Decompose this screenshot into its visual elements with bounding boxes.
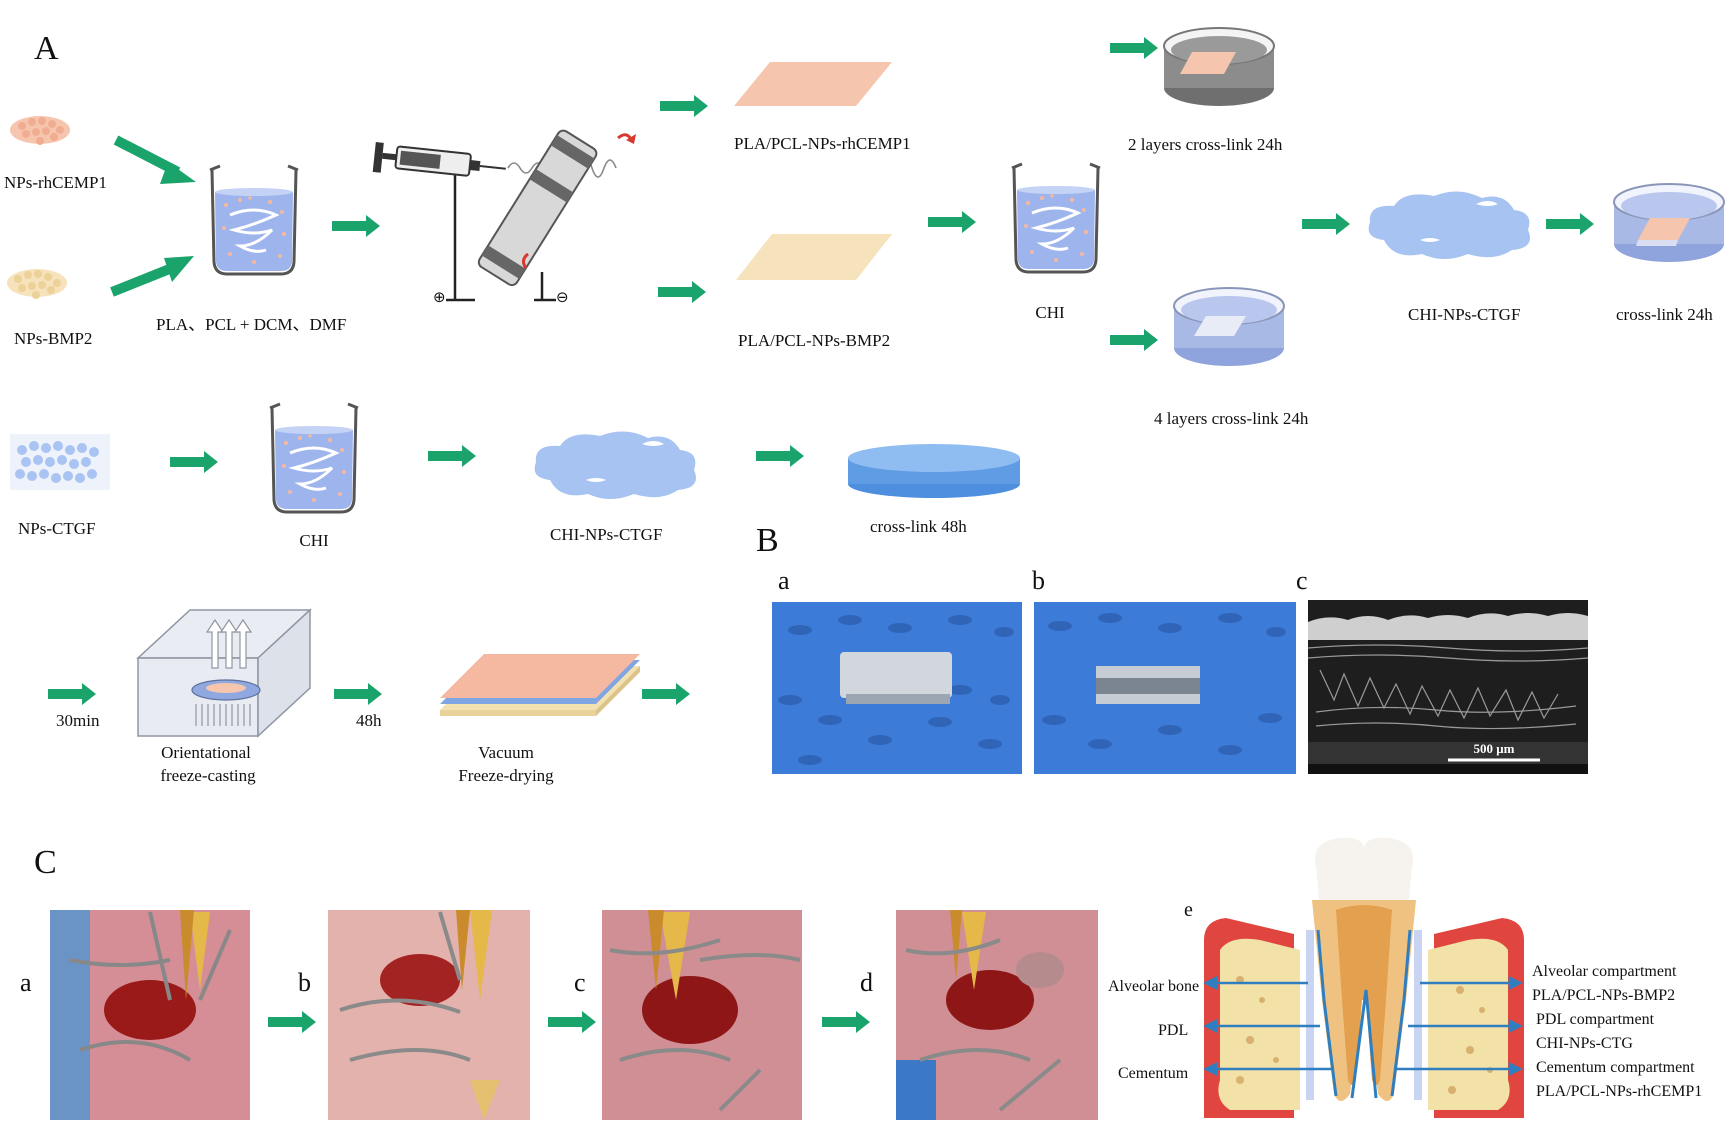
photo-scaffold-top-view [772,602,1022,774]
arrow-to-rhcemp1-membrane [660,95,708,117]
label-chi-np-ctgf-2: CHI-NPs-CTGF [550,525,663,544]
label-bmp2-membrane: PLA/PCL-NPs-BMP2 [738,331,891,350]
label-two-layers: 2 layers cross-link 24h [1128,135,1283,154]
arrow-to-crosslink-dish [1546,213,1594,235]
panel-c-label-d: d [860,968,873,997]
layered-scaffold [440,654,640,716]
label-freeze-drying-line1: Vacuum [478,743,534,762]
label-48h: 48h [356,711,382,730]
panel-c-label-a: a [20,968,32,997]
panel-c-label-b: b [298,968,311,997]
tooth-pointer-lines [1203,975,1523,1077]
freeze-casting-box [136,608,312,738]
label-freeze-drying-line2: Freeze-drying [458,766,554,785]
panel-label-a: A [34,30,59,67]
label-alveolar-bone: Alveolar bone [1108,978,1200,995]
label-chi-1: CHI [1035,303,1065,322]
arrow-rhcemp1-to-beaker [113,135,196,184]
arrow-to-chi-beaker [928,211,976,233]
crosslinked-disc [848,444,1020,498]
photo-scaffold-side-view [1034,602,1296,774]
label-four-layers: 4 layers cross-link 24h [1154,409,1309,428]
label-cementum-material: PLA/PCL-NPs-rhCEMP1 [1536,1083,1703,1100]
panel-label-b: B [756,522,779,559]
surgery-photo-a [50,910,250,1120]
chi-beaker-2 [268,402,360,514]
label-freeze-casting-line1: Orientational [161,743,251,762]
arrow-to-bmp2-membrane [658,281,706,303]
label-alveolar-compartment: Alveolar compartment [1532,963,1677,980]
crosslink-24h-dish [1613,183,1725,263]
label-cementum: Cementum [1118,1065,1189,1082]
negative-electrode-symbol: ⊖ [556,288,569,306]
rhcemp1-nanoparticles [10,116,70,145]
arrow-c-a-to-b [268,1011,316,1033]
panel-c-label-c: c [574,968,586,997]
arrow-c-c-to-d [822,1011,870,1033]
label-freeze-casting-line2: freeze-casting [160,766,256,785]
label-rhcemp1-membrane: PLA/PCL-NPs-rhCEMP1 [734,134,911,153]
arrow-to-disc [756,445,804,467]
chi-ctgf-gel-2 [534,431,696,499]
label-solvent: PLA、PCL + DCM、DMF [156,315,347,334]
label-chi-np-ctgf-1: CHI-NPs-CTGF [1408,305,1521,324]
arrow-to-four-layer-dish [1110,329,1158,351]
two-layer-dish [1163,27,1275,107]
label-alveolar-material: PLA/PCL-NPs-BMP2 [1532,987,1676,1004]
rhcemp1-membrane [734,62,892,106]
arrow-to-electrospinning [332,215,380,237]
chi-ctgf-gel [1368,191,1530,259]
chi-beaker [1010,162,1102,274]
panel-c-label-e: e [1184,899,1193,921]
label-pdl-compartment: PDL compartment [1536,1011,1655,1028]
label-np-rhcemp1: NPs-rhCEMP1 [4,173,107,192]
bmp2-membrane [736,234,892,280]
arrow-to-two-layer-dish [1110,37,1158,59]
arrow-to-freeze-drying [334,683,382,705]
arrow-to-chi-beaker-2 [170,451,218,473]
label-30min: 30min [56,711,100,730]
panel-label-c: C [34,844,57,881]
label-np-ctgf: NPs-CTGF [18,519,96,538]
label-chi-2: CHI [299,531,329,550]
panel-b-label-b: b [1032,566,1045,595]
arrow-to-chi-ctgf-gel-2 [428,445,476,467]
scale-bar-label: 500 μm [1474,741,1515,756]
label-crosslink-48h: cross-link 48h [870,517,967,536]
bmp2-nanoparticles [7,269,67,299]
sem-cross-section [1307,600,1589,774]
label-cementum-compartment: Cementum compartment [1536,1059,1695,1076]
positive-electrode-symbol: ⊕ [433,288,446,306]
arrow-to-freeze-casting [48,683,96,705]
electrospinning-setup [372,129,636,302]
arrow-c-b-to-c [548,1011,596,1033]
surgery-photo-b [328,910,530,1120]
panel-b-label-a: a [778,566,790,595]
panel-b-label-c: c [1296,566,1308,595]
four-layer-dish [1173,287,1285,367]
label-np-bmp2: NPs-BMP2 [14,329,93,348]
ctgf-nanoparticles [10,434,110,490]
label-pdl: PDL [1158,1022,1189,1039]
polymer-beaker [208,164,300,276]
arrow-to-chi-ctgf-gel [1302,213,1350,235]
surgery-photo-c [602,910,802,1120]
label-pdl-material: CHI-NPs-CTG [1536,1035,1633,1052]
tooth-schematic [1204,837,1524,1118]
surgery-photo-d [896,910,1098,1120]
label-crosslink-24h: cross-link 24h [1616,305,1713,324]
arrow-bmp2-to-beaker [110,256,194,297]
arrow-to-panel-b [642,683,690,705]
